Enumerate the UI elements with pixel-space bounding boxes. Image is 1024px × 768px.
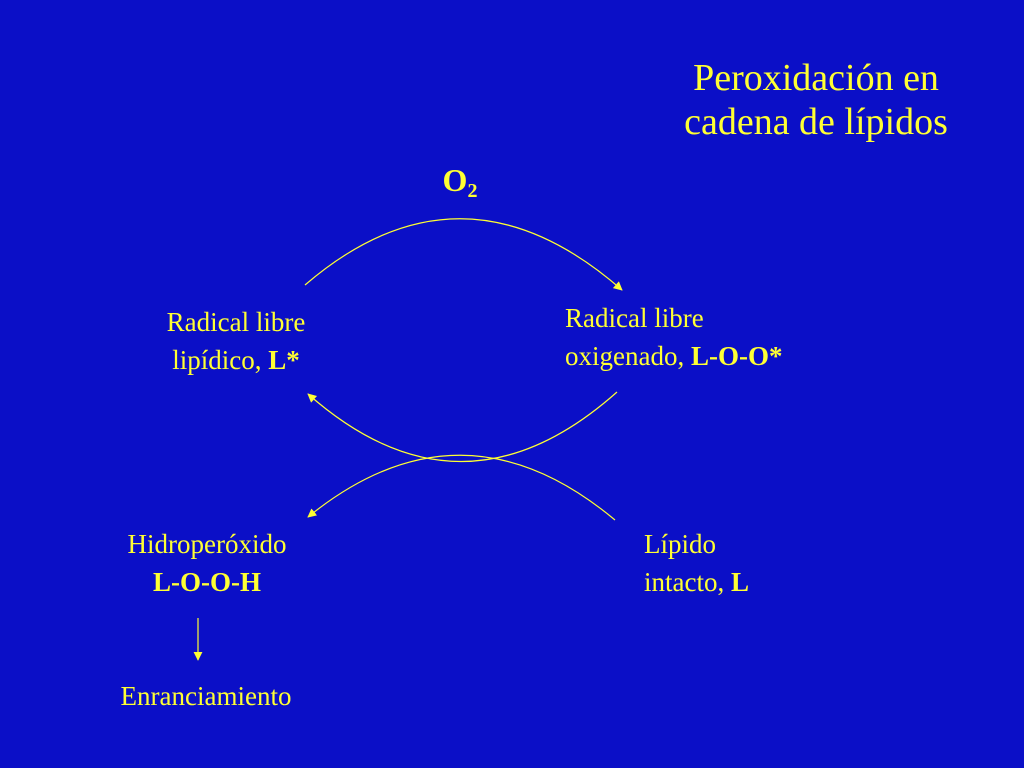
title-line-1: Peroxidación en	[693, 57, 939, 99]
node-oxygenated-radical: Radical libre oxigenado, L-O-O*	[565, 299, 782, 375]
intact-lipid-text: intacto,	[644, 567, 731, 597]
hydroperoxide-formula: L-O-O-H	[153, 567, 261, 597]
lipid-radical-text: lipídico,	[172, 345, 269, 375]
oxygen-symbol: O	[442, 162, 468, 198]
oxygenated-radical-line-1: Radical libre	[565, 303, 704, 333]
node-rancidity: Enranciamiento	[86, 677, 326, 715]
title-line-2: cadena de lípidos	[684, 101, 948, 143]
arc-top-arrow	[304, 218, 623, 291]
lipid-radical-line-1: Radical libre	[166, 307, 306, 337]
oxygenated-radical-line-2: oxigenado, L-O-O*	[565, 337, 782, 375]
arc-lower-arrow	[307, 454, 616, 521]
oxygen-label: O2	[425, 160, 495, 211]
lipid-radical-line-2: lipídico, L*	[136, 341, 336, 379]
oxygen-subscript: 2	[467, 180, 478, 202]
oxygenated-radical-formula: L-O-O*	[690, 341, 783, 371]
hydroperoxide-line-1: Hidroperóxido	[127, 529, 287, 559]
lipid-radical-formula: L*	[268, 345, 300, 375]
rancidity-label: Enranciamiento	[120, 681, 292, 711]
oxygenated-radical-text: oxigenado,	[565, 341, 691, 371]
node-intact-lipid: Lípido intacto, L	[644, 525, 749, 601]
arc-middle-arrow	[307, 391, 618, 463]
node-hydroperoxide: Hidroperóxido L-O-O-H	[96, 525, 318, 601]
intact-lipid-line-1: Lípido	[644, 529, 716, 559]
slide-title: Peroxidación en cadena de lípidos	[640, 56, 992, 144]
node-lipid-radical: Radical libre lipídico, L*	[136, 303, 336, 379]
intact-lipid-line-2: intacto, L	[644, 563, 749, 601]
intact-lipid-formula: L	[730, 567, 749, 597]
